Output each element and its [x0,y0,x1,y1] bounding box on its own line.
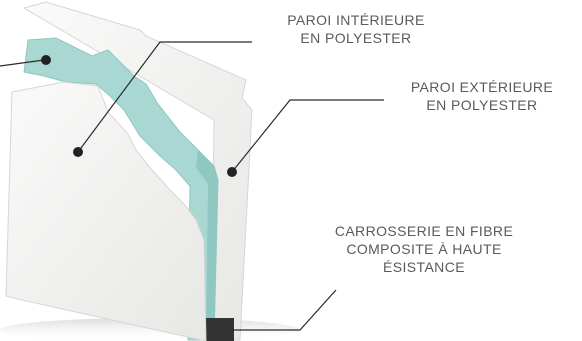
leader-line-body-shell [232,289,337,331]
label-outer-wall-line2: EN POLYESTER [426,97,538,113]
label-body-shell: CARROSSERIE EN FIBRE COMPOSITE À HAUTE É… [306,222,542,276]
leader-dot-outer-wall [227,167,237,177]
label-inner-wall-line1: PAROI INTÉRIEURE [287,12,425,28]
insulation-shade [196,150,218,340]
label-outer-wall: PAROI EXTÉRIEURE EN POLYESTER [382,78,582,114]
leader-line-left [0,59,45,67]
leader-line-outer-wall [231,99,384,173]
inner-wall-panel [5,81,207,341]
label-inner-wall-line2: EN POLYESTER [300,30,412,46]
label-body-shell-line1: CARROSSERIE EN FIBRE [334,223,514,239]
label-body-shell-line3: ÉSISTANCE [383,259,465,275]
leader-lines [0,41,384,331]
label-inner-wall: PAROI INTÉRIEURE EN POLYESTER [256,11,456,47]
label-outer-wall-line1: PAROI EXTÉRIEURE [410,79,554,95]
leader-dots [41,55,237,177]
leader-dot-inner-wall [73,147,83,157]
composite-shell-base [206,318,234,341]
leader-line-inner-wall [77,41,252,153]
leader-dot-left [41,55,51,65]
label-body-shell-line2: COMPOSITE À HAUTE [346,241,502,257]
